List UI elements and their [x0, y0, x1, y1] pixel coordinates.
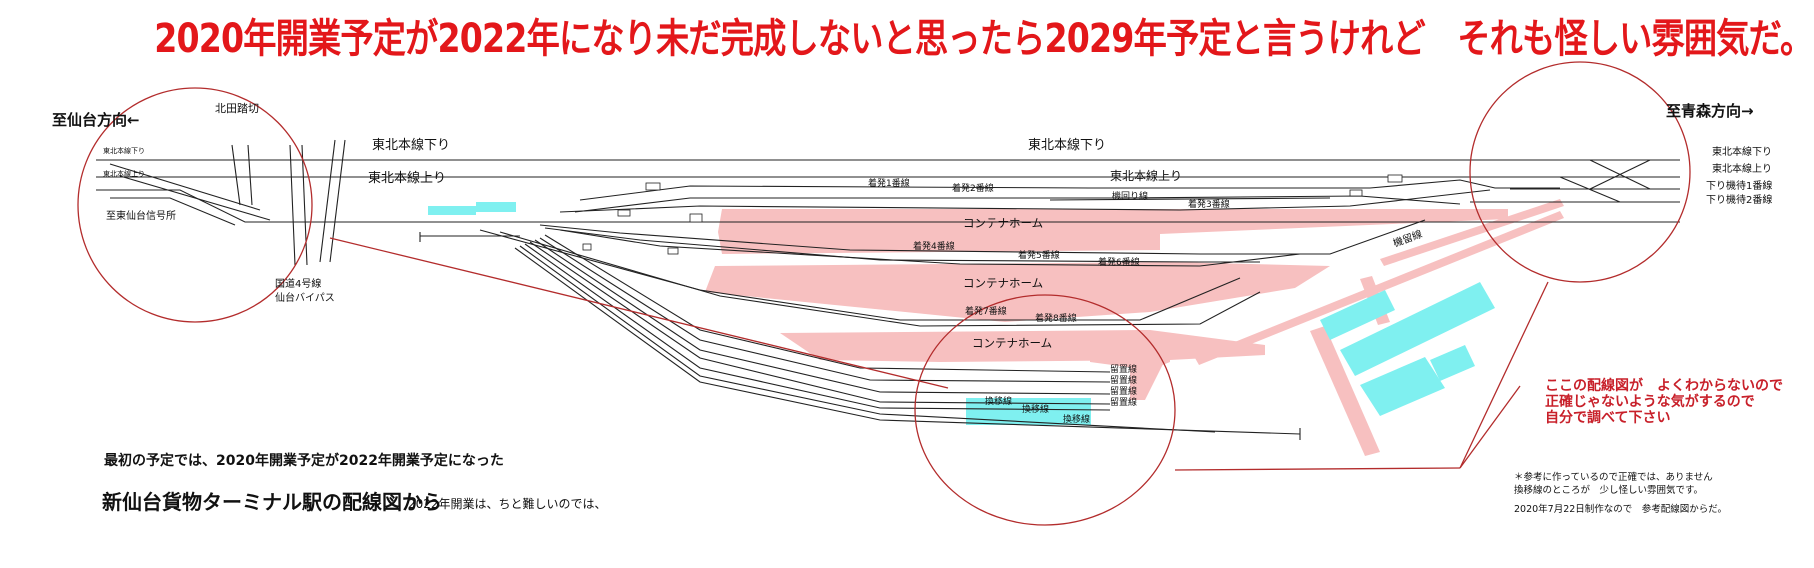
- storage-label-4: 留置線: [1110, 398, 1138, 408]
- building-3: [1320, 290, 1395, 340]
- right-down-main-label: 東北本線下り: [1712, 147, 1772, 158]
- loop-label: 機回り線: [1112, 192, 1149, 202]
- storage-track-1: [544, 234, 1111, 373]
- container-platforms: [705, 199, 1564, 456]
- crossover-left-2: [119, 175, 271, 221]
- junction-track-2: [110, 197, 236, 226]
- right-up-main-label: 東北本線上り: [1712, 164, 1772, 175]
- tracks: [96, 139, 1680, 440]
- marker-5: [1387, 174, 1403, 183]
- down-main-label-center: 東北本線下り: [1028, 138, 1107, 153]
- arrival-2-label: 着発2番線: [952, 184, 994, 194]
- highway-label: 国道4号線 仙台バイパス: [275, 279, 335, 304]
- arrival-3-track: [559, 189, 1491, 213]
- up-main-label-center: 東北本線上り: [1110, 169, 1183, 183]
- arrival-6-label: 着発6番線: [1098, 258, 1140, 268]
- container-platform-2: [705, 262, 1330, 322]
- connector-right-2: [1459, 281, 1549, 469]
- signal-station-label: 至東仙台信号所: [106, 211, 176, 222]
- road-crossing-b: [329, 139, 346, 263]
- arrival-7-track: [479, 229, 1241, 321]
- crossover-right-2: [1589, 159, 1651, 190]
- highlight-overlays: [77, 61, 1691, 526]
- container-platform-label-2: コンテナホーム: [963, 276, 1044, 290]
- schedule-note: 最初の予定では、2020年開業予定が2022年開業予定になった: [104, 453, 504, 469]
- transfer-track-2: [519, 245, 1216, 433]
- building-4: [1340, 282, 1495, 376]
- transfer-label-3: 換移線: [1063, 415, 1091, 425]
- arrival-3-label: 着発3番線: [1188, 200, 1230, 210]
- red-remark: ここの配線図が よくわからないので 正確じゃないような気がするので 自分で調べて…: [1545, 378, 1783, 427]
- up-main-label-left: 東北本線上り: [368, 171, 447, 186]
- direction-right: 至青森方向→: [1666, 102, 1754, 120]
- building-6: [1430, 345, 1475, 381]
- left-inset-circle: [77, 87, 313, 323]
- inset-up-main-label: 東北本線上り: [103, 170, 145, 178]
- transfer-label-1: 換移線: [985, 397, 1013, 407]
- arrival-2-track: [574, 195, 1461, 213]
- yard-road-2: [1195, 211, 1564, 365]
- opening-doubt-note: 2022年開業は、ちと難しいのでは、: [408, 497, 607, 511]
- marker-7: [582, 243, 592, 251]
- direction-left: 至仙台方向←: [52, 111, 140, 129]
- junction-track: [96, 189, 1680, 223]
- highway-line-1: [289, 144, 296, 266]
- connector-right-3: [1459, 385, 1521, 469]
- storage-label-1: 留置線: [1110, 365, 1138, 375]
- creation-date-note: 2020年7月22日制作なので 参考配線図からだ。: [1514, 504, 1728, 515]
- building-2: [476, 202, 516, 212]
- highway-line-2: [301, 144, 308, 266]
- source-title: 新仙台貨物ターミナル駅の配線図から: [102, 490, 442, 514]
- connector-left: [329, 237, 949, 389]
- container-platform-1: [718, 209, 1508, 254]
- marker-4: [667, 247, 679, 255]
- kitada-crossing-label: 北田踏切: [215, 102, 259, 115]
- reference-note: ＊参考に作っているので正確では、ありません 換移線のところが 少し怪しい雰囲気で…: [1514, 472, 1713, 496]
- crossing-line-1: [231, 144, 241, 206]
- arrival-1-track: [579, 179, 1560, 201]
- marker-6: [1349, 189, 1363, 197]
- arrival-7-label: 着発7番線: [965, 307, 1007, 317]
- arrival-8-label: 着発8番線: [1035, 314, 1077, 324]
- down-main-label-left: 東北本線下り: [372, 138, 451, 153]
- arrival-1-label: 着発1番線: [868, 179, 910, 189]
- right-inset-circle: [1469, 61, 1691, 283]
- inset-down-main-label: 東北本線下り: [103, 147, 145, 155]
- building-1: [428, 206, 476, 215]
- container-platform-label-3: コンテナホーム: [972, 336, 1053, 350]
- yard-road-1: [1380, 199, 1564, 266]
- storage-label-2: 留置線: [1110, 376, 1138, 386]
- crossover-right-3: [1559, 176, 1621, 203]
- container-platform-label-1: コンテナホーム: [963, 216, 1044, 230]
- transfer-track-3: [514, 247, 1301, 435]
- arrival-8-track: [499, 231, 1261, 327]
- arrival-4-label: 着発4番線: [913, 242, 955, 252]
- connector-right-1: [1174, 467, 1461, 471]
- yard-road-3: [1310, 326, 1380, 456]
- container-platform-5: [1130, 360, 1165, 400]
- arrival-5-track: [544, 227, 1260, 263]
- headline: 2020年開業予定が2022年になり未だ完成しないと思ったら2029年予定と言う…: [154, 16, 1813, 62]
- wait2-label: 下り機待2番線: [1706, 195, 1773, 206]
- crossing-line-2: [247, 144, 253, 206]
- building-5: [1360, 357, 1445, 416]
- loop-track: [1049, 197, 1331, 201]
- arrival-4-track: [539, 219, 1426, 255]
- marker-1: [645, 182, 661, 191]
- marker-3: [617, 209, 631, 217]
- marker-2: [689, 213, 703, 223]
- road-crossing-a: [319, 139, 336, 263]
- transfer-label-2: 換移線: [1022, 405, 1050, 415]
- storage-track-4: [529, 241, 1111, 405]
- crossover-left-1: [109, 163, 261, 211]
- storage-track-3: [534, 239, 1111, 395]
- wait1-label: 下り機待1番線: [1706, 181, 1773, 192]
- storage-label-3: 留置線: [1110, 387, 1138, 397]
- track-markers: [582, 174, 1403, 255]
- arrival-5-label: 着発5番線: [1018, 251, 1060, 261]
- storage-track-2: [539, 237, 1111, 383]
- transfer-circle: [914, 294, 1176, 526]
- arrival-6-track: [559, 229, 1301, 267]
